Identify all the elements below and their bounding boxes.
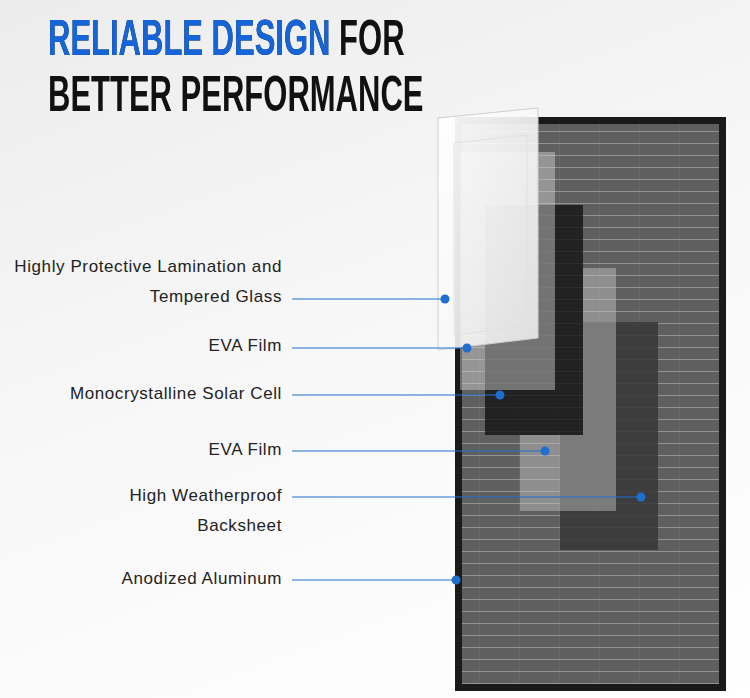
eva-label: EVA Film xyxy=(4,435,282,465)
glass-sheet xyxy=(438,108,538,350)
cell-label: Monocrystalline Solar Cell xyxy=(4,379,282,409)
glass-inner-edge xyxy=(454,135,527,335)
title: RELIABLE DESIGN FOR BETTER PERFORMANCE xyxy=(48,10,476,122)
glass-label: Highly Protective Lamination and Tempere… xyxy=(4,252,282,312)
frame-label: Anodized Aluminum xyxy=(4,564,282,594)
leader-lines xyxy=(292,299,641,580)
leader-dots xyxy=(441,295,646,585)
backsheet-label: High Weatherproof Backsheet xyxy=(62,481,282,541)
eva-label: EVA Film xyxy=(4,331,282,361)
